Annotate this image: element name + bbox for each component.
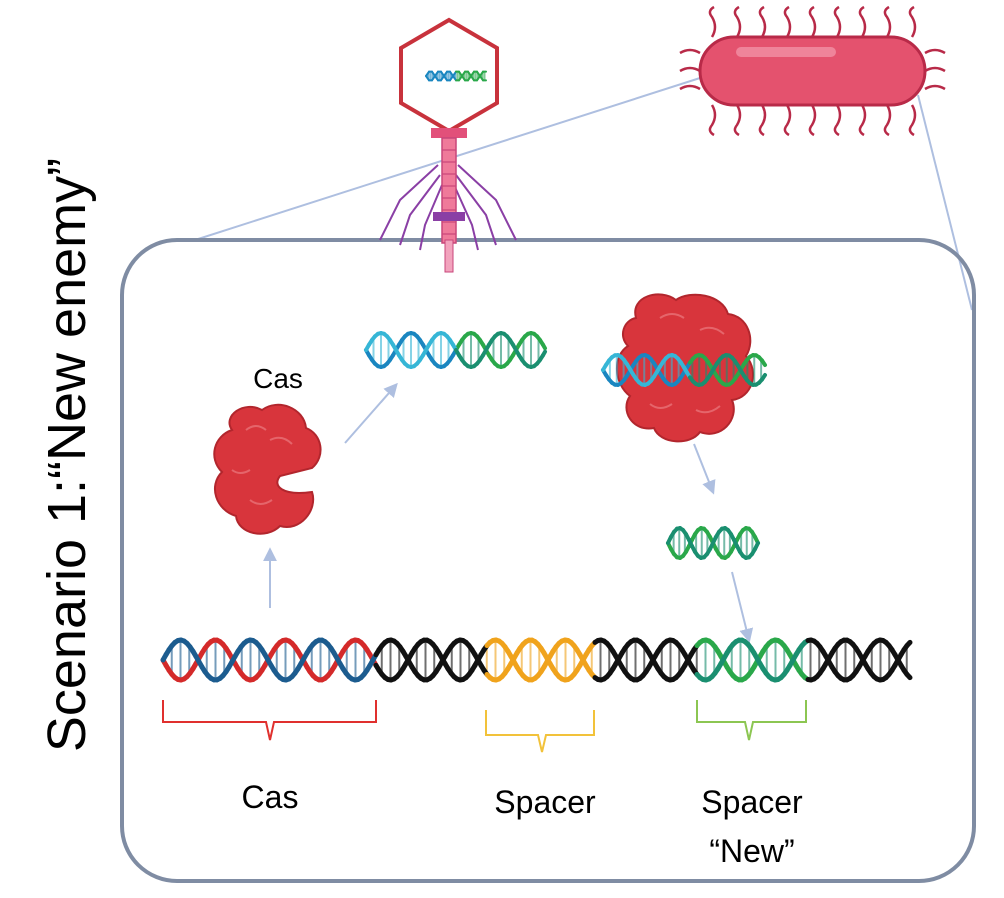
spacer-new-label: Spacer (701, 784, 803, 820)
bacterium-icon (679, 5, 946, 137)
phage-dna-free (364, 331, 547, 369)
cell-boundary (120, 238, 976, 883)
spacer-new-quote: “New” (709, 833, 794, 869)
arrow-complex-to-fragment (693, 443, 716, 495)
spacer-new-brace (696, 700, 807, 741)
bacteriophage-icon (379, 17, 517, 273)
arrow-cas-to-dna (344, 382, 398, 444)
phage-dna-icon (425, 70, 487, 82)
phage-head-dna (425, 70, 487, 82)
scenario-title: Scenario 1:“New enemy” (37, 158, 97, 752)
arrow-fragment-to-array (731, 571, 754, 643)
cas-gene-label: Cas (242, 779, 299, 815)
cas-protein-icon (213, 403, 322, 535)
spacer-brace (485, 710, 595, 753)
cas-brace (162, 700, 377, 741)
new-spacer-fragment (666, 526, 760, 560)
phage-dna-bound (601, 353, 767, 387)
zoom-line-right (917, 94, 973, 311)
cas-protein-label: Cas (253, 363, 303, 394)
crispr-array-dna (160, 637, 913, 683)
spacer-label: Spacer (494, 784, 596, 820)
